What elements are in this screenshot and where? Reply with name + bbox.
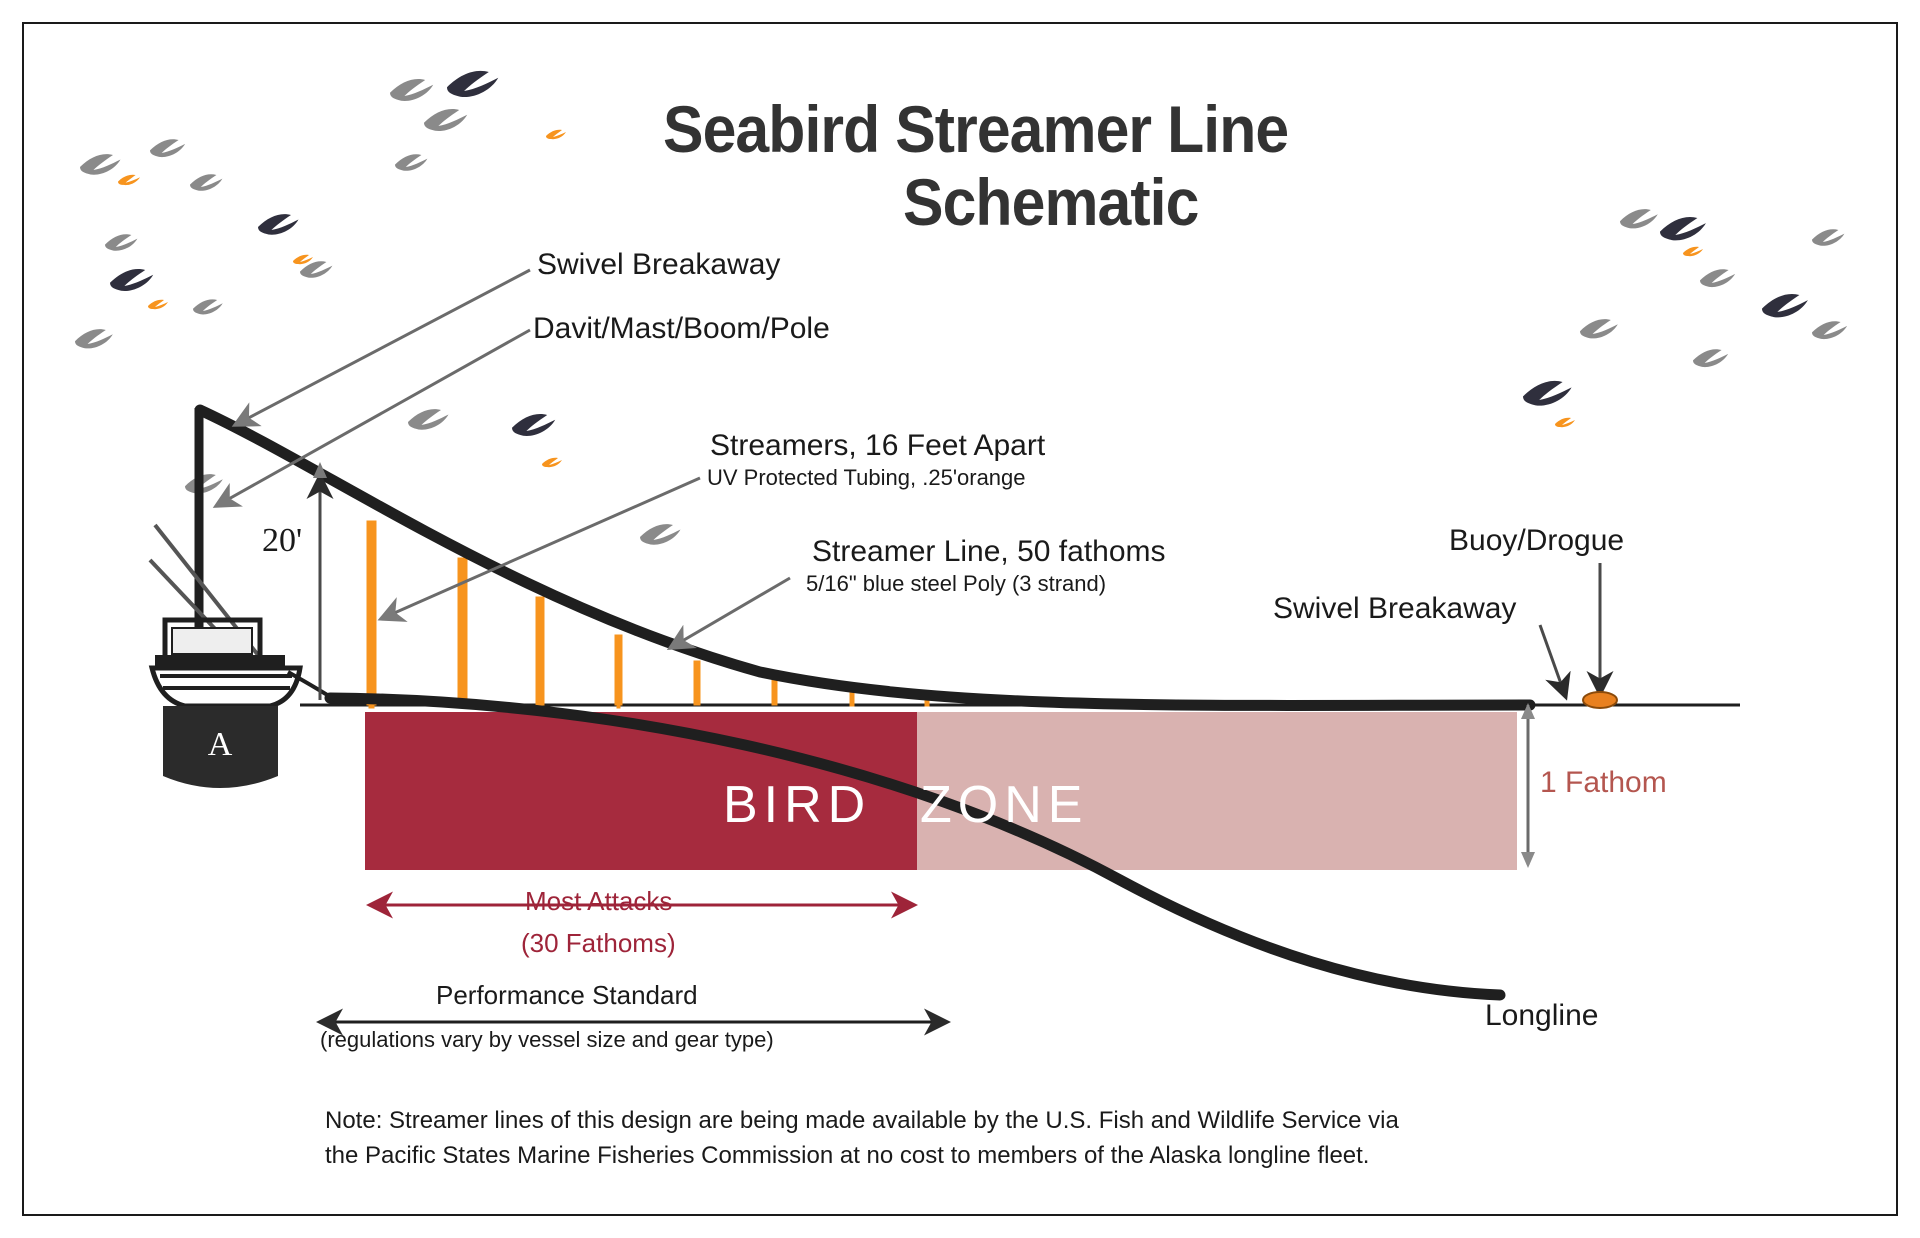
leader-swivel-top (231, 268, 531, 427)
bird-zone-dark (365, 712, 917, 870)
note-line1: Note: Streamer lines of this design are … (325, 1107, 1399, 1134)
longline-curve (324, 692, 1506, 1001)
leader-streamers (377, 476, 701, 622)
bird-zone-light (917, 712, 1517, 870)
label-most-attacks: Most Attacks (525, 886, 673, 916)
seagull-flock-left (75, 70, 681, 545)
label-performance-standard-sub: (regulations vary by vessel size and gea… (320, 1027, 774, 1052)
streamer-group (366, 520, 930, 709)
label-swivel-breakaway-top: Swivel Breakaway (537, 248, 781, 281)
label-most-attacks-sub: (30 Fathoms) (521, 928, 676, 958)
label-davit-mast-boom-pole: Davit/Mast/Boom/Pole (533, 312, 830, 345)
label-performance-standard: Performance Standard (436, 980, 698, 1010)
svg-text:A: A (208, 726, 233, 763)
label-longline: Longline (1485, 999, 1599, 1032)
leader-davit (212, 328, 531, 508)
label-streamer-line-main: Streamer Line, 50 fathoms (812, 535, 1166, 568)
label-one-fathom: 1 Fathom (1540, 766, 1667, 799)
label-streamers-main: Streamers, 16 Feet Apart (710, 429, 1046, 462)
label-streamer-line-sub: 5/16" blue steel Poly (3 strand) (806, 571, 1107, 596)
bird-zone-zone-text: ZONE (920, 776, 1089, 834)
label-buoy-drogue: Buoy/Drogue (1449, 524, 1625, 557)
leader-swivel-right (1538, 624, 1571, 701)
page-title-line2: Schematic (903, 165, 1199, 239)
leader-streamer-line (666, 576, 791, 651)
bird-zone-bird-text: BIRD (723, 776, 872, 834)
streamer-line-curve (194, 404, 1536, 711)
vessel: A (148, 408, 342, 788)
buoy-drogue-marker (1582, 691, 1618, 709)
note-line2: the Pacific States Marine Fisheries Comm… (325, 1142, 1370, 1169)
seagull-flock-right (1523, 209, 1848, 428)
label-streamers-sub: UV Protected Tubing, .25'orange (707, 465, 1026, 490)
diagram-border (22, 22, 1898, 1216)
page-title-line1: Seabird Streamer Line (663, 92, 1289, 166)
label-swivel-breakaway-right: Swivel Breakaway (1273, 592, 1517, 625)
label-pole-height: 20' (262, 522, 303, 559)
